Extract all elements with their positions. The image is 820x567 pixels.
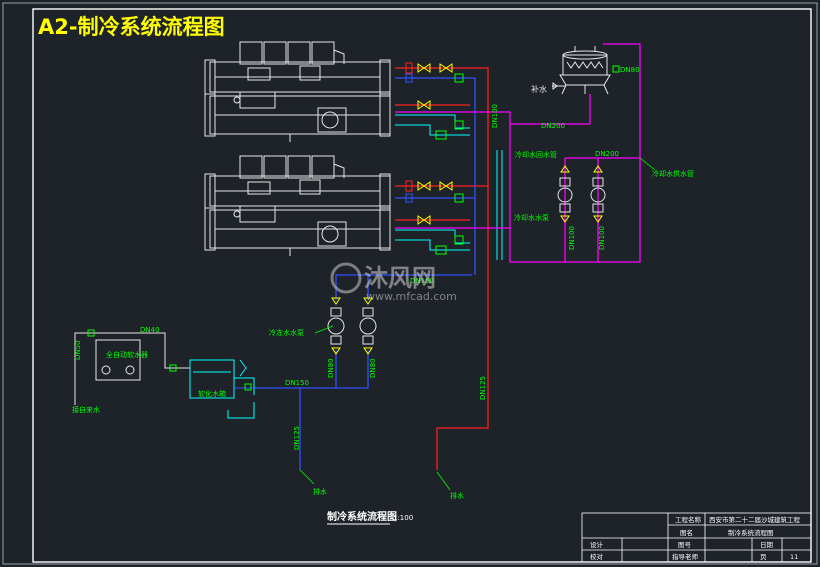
make-up-water-label: 补水 <box>531 84 547 94</box>
pipe-size-label: DN80 <box>369 358 377 378</box>
softener-label: 全自动软水器 <box>106 350 148 359</box>
pipe-size-label: DN150 <box>410 277 434 285</box>
drawing-label: 图名 <box>680 528 693 537</box>
make-up-tank-label: 软化水箱 <box>198 389 226 398</box>
vertical-pipe-labels: DN125 DN125 DN100 DN100 DN100 DN80 DN80 … <box>74 104 606 450</box>
cooling-tower <box>552 46 620 95</box>
approver-label: 校对 <box>590 552 604 561</box>
drawing-title: A2-制冷系统流程图 <box>38 15 225 39</box>
pipe-size-label: DN200 <box>595 150 619 158</box>
cooling-supply-label: 冷却水供水管 <box>652 169 694 178</box>
cooling-pump-label: 冷却水水泵 <box>514 213 549 222</box>
pipe-size-label: DN200 <box>541 122 565 130</box>
page-value: 11 <box>790 553 798 561</box>
project-label: 工程名称 <box>675 515 702 524</box>
watermark: 沐风网 www.mfcad.com <box>330 262 457 303</box>
chiller-unit-1 <box>204 41 391 142</box>
pipe-labels: DN200 DN200 冷却水回水管 冷却水供水管 冷却水水泵 冷冻水水泵 DN… <box>72 122 694 500</box>
title-block <box>581 512 812 563</box>
drawing-caption: 制冷系统流程图 <box>327 510 397 523</box>
pipe-size-label: DN100 <box>491 104 499 128</box>
pipe-size-label: DN150 <box>285 379 309 387</box>
cooling-water-pumps <box>557 165 606 223</box>
designer-label: 设计 <box>590 540 604 549</box>
drawing-value: 制冷系统流程图 <box>728 528 774 537</box>
page-label-short: 页 <box>760 553 767 561</box>
tap-water-label: 接自来水 <box>72 405 100 414</box>
pipe-size-label: DN80 <box>327 358 335 378</box>
pipe-size-label: DN50 <box>74 340 82 360</box>
project-value: 西安市第二十二届沙城建筑工程 <box>709 515 801 524</box>
watermark-brand: 沐风网 <box>364 264 436 292</box>
chiller-valves <box>405 62 464 255</box>
label-leaders <box>299 157 656 491</box>
pipe-size-label: DN100 <box>568 226 576 250</box>
watermark-url: www.mfcad.com <box>366 290 457 303</box>
drawing-scale: 1:100 <box>393 514 413 522</box>
chiller-unit-2 <box>204 155 391 256</box>
pipe-size-label: DN125 <box>293 426 301 450</box>
pipe-size-label: DN125 <box>479 376 487 400</box>
water-treatment-equipment <box>74 329 255 419</box>
date-label: 日期 <box>760 541 774 549</box>
cooling-tower-tag: DN80 <box>620 66 640 74</box>
drain-label-left: 排水 <box>313 487 327 496</box>
cooling-return-label: 冷却水回水管 <box>515 150 557 159</box>
magenta-cooling-piping <box>395 43 641 263</box>
blue-return-piping <box>254 77 476 470</box>
chilled-pump-label: 冷冻水水泵 <box>269 328 304 337</box>
inner-frame <box>32 8 812 563</box>
chilled-water-pumps <box>327 297 377 355</box>
pipe-size-label: DN40 <box>140 326 160 334</box>
drain-label-right: 排水 <box>450 491 464 500</box>
page-label: 指导老师 <box>672 552 699 561</box>
red-supply-piping <box>395 67 489 470</box>
pipe-size-label: DN100 <box>598 226 606 250</box>
title-block-text: 工程名称 西安市第二十二届沙城建筑工程 图名 制冷系统流程图 设计 图号 日期 … <box>590 515 801 561</box>
drawing-no-label: 图号 <box>678 541 692 549</box>
